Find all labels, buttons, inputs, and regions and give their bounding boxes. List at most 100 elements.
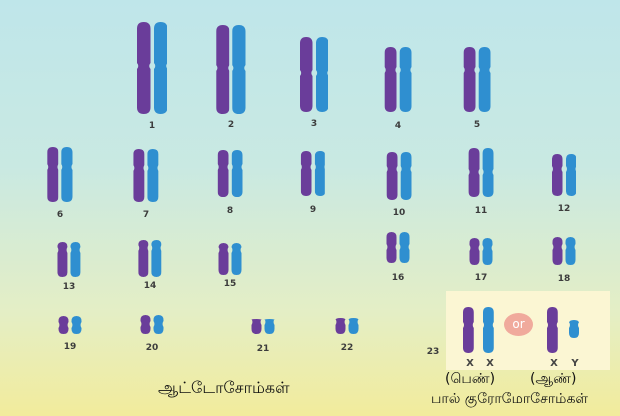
chromosome-number-11: 11 — [474, 206, 488, 216]
chromosome-number-4: 4 — [394, 121, 402, 131]
chromosome-number-21: 21 — [256, 344, 270, 354]
chromosome-2-paternal — [232, 25, 246, 114]
chromosome-number-3: 3 — [310, 119, 318, 129]
chromosome-number-22: 22 — [340, 343, 354, 353]
chromosome-14-maternal — [138, 240, 149, 277]
chromosome-15-maternal — [218, 243, 229, 275]
chromosome-7-paternal — [147, 149, 159, 202]
sex-chromosomes-caption: பால் குரோமோசோம்கள் — [431, 391, 589, 407]
chromosome-18-maternal — [552, 237, 563, 265]
chromosome-10-paternal — [400, 152, 412, 200]
chromosome-pair-14 — [138, 240, 162, 277]
male-y-chromosome — [569, 320, 579, 338]
chromosome-20-maternal — [140, 315, 151, 334]
chromosome-pair-16 — [386, 232, 410, 263]
chromosome-19-maternal — [58, 316, 69, 334]
female-label: (பெண்) — [445, 371, 496, 387]
chromosome-number-2: 2 — [227, 120, 235, 130]
chromosome-pair-2 — [216, 25, 246, 114]
male-left-letter: X — [550, 358, 558, 369]
chromosome-5-maternal — [463, 47, 476, 112]
chromosome-pair-8 — [217, 150, 243, 197]
chromosome-pair-20 — [140, 315, 164, 334]
chromosome-13-paternal — [70, 242, 81, 277]
chromosome-pair-10 — [386, 152, 412, 200]
chromosome-17-paternal — [482, 238, 493, 265]
chromosome-20-paternal — [153, 315, 164, 334]
chromosome-number-23: 23 — [426, 347, 440, 357]
chromosome-pair-1 — [136, 22, 168, 114]
chromosome-4-paternal — [399, 47, 412, 112]
chromosome-17-maternal — [469, 238, 480, 265]
chromosome-pair-17 — [469, 238, 493, 265]
female-x-chromosome-left — [463, 307, 474, 353]
female-right-letter: X — [486, 358, 494, 369]
chromosome-3-paternal — [315, 37, 328, 112]
chromosome-10-maternal — [386, 152, 398, 200]
chromosome-7-maternal — [133, 149, 145, 202]
chromosome-pair-15 — [218, 243, 242, 275]
chromosome-pair-12 — [551, 154, 577, 196]
chromosome-number-13: 13 — [62, 282, 76, 292]
chromosome-22-paternal — [348, 318, 359, 334]
chromosome-number-1: 1 — [148, 121, 156, 131]
chromosome-1-maternal — [136, 22, 151, 114]
chromosome-11-paternal — [482, 148, 494, 197]
chromosome-number-10: 10 — [392, 208, 406, 218]
chromosome-5-paternal — [478, 47, 491, 112]
male-x-chromosome — [547, 307, 558, 353]
chromosome-2-maternal — [216, 25, 230, 114]
chromosome-pair-4 — [384, 47, 412, 112]
chromosome-16-paternal — [399, 232, 410, 263]
chromosome-14-paternal — [151, 240, 162, 277]
chromosome-pair-11 — [468, 148, 494, 197]
chromosome-pair-9 — [300, 151, 326, 196]
male-label: (ஆண்) — [530, 371, 577, 387]
chromosome-pair-5 — [463, 47, 491, 112]
chromosome-number-5: 5 — [473, 120, 481, 130]
chromosome-pair-3 — [300, 37, 328, 112]
chromosome-number-12: 12 — [557, 204, 571, 214]
chromosome-number-7: 7 — [142, 210, 150, 220]
chromosome-number-17: 17 — [474, 273, 488, 283]
chromosome-pair-21 — [251, 319, 275, 334]
chromosome-number-9: 9 — [309, 205, 317, 215]
chromosome-21-maternal — [251, 319, 262, 334]
chromosome-6-maternal — [47, 147, 59, 202]
male-right-letter: Y — [571, 358, 579, 369]
chromosome-21-paternal — [264, 319, 275, 334]
chromosome-number-18: 18 — [557, 274, 571, 284]
chromosome-15-paternal — [231, 243, 242, 275]
chromosome-16-maternal — [386, 232, 397, 263]
chromosome-9-paternal — [314, 151, 326, 196]
chromosome-6-paternal — [61, 147, 73, 202]
chromosome-pair-22 — [335, 318, 359, 334]
chromosome-4-maternal — [384, 47, 397, 112]
chromosome-8-paternal — [231, 150, 243, 197]
chromosome-18-paternal — [565, 237, 576, 265]
chromosome-number-16: 16 — [391, 273, 405, 283]
chromosome-pair-7 — [133, 149, 159, 202]
chromosome-12-paternal — [565, 154, 577, 196]
chromosome-number-14: 14 — [143, 281, 157, 291]
chromosome-number-20: 20 — [145, 343, 159, 353]
chromosome-9-maternal — [300, 151, 312, 196]
chromosome-number-15: 15 — [223, 279, 237, 289]
autosomes-caption: ஆட்டோசோம்கள் — [158, 378, 290, 397]
chromosome-pair-13 — [57, 242, 81, 277]
chromosome-22-maternal — [335, 318, 346, 334]
female-x-chromosome-right — [483, 307, 494, 353]
female-left-letter: X — [466, 358, 474, 369]
chromosome-number-8: 8 — [226, 206, 234, 216]
chromosome-number-19: 19 — [63, 342, 77, 352]
chromosome-12-maternal — [551, 154, 563, 196]
or-badge: or — [504, 313, 533, 336]
chromosome-number-6: 6 — [56, 210, 64, 220]
chromosome-1-paternal — [153, 22, 168, 114]
chromosome-3-maternal — [300, 37, 313, 112]
chromosome-11-maternal — [468, 148, 480, 197]
chromosome-pair-19 — [58, 316, 82, 334]
chromosome-19-paternal — [71, 316, 82, 334]
chromosome-pair-6 — [47, 147, 73, 202]
